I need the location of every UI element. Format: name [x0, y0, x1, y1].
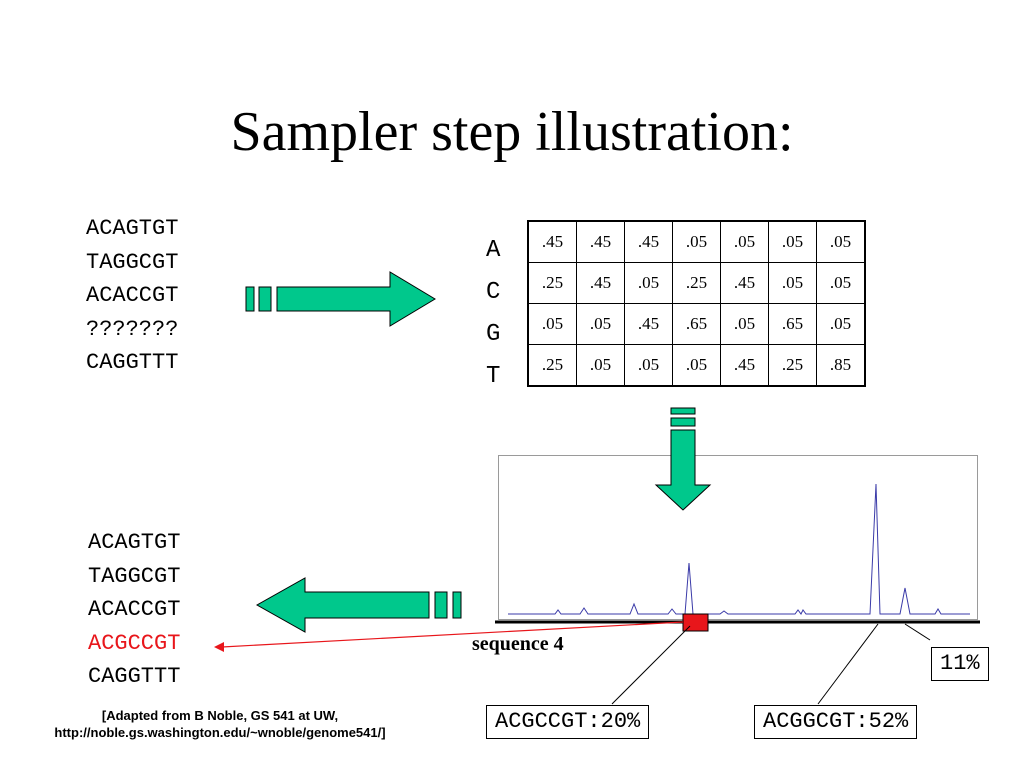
row-label-t: T	[486, 363, 501, 390]
selected-position-marker	[682, 613, 709, 632]
output-sequence: ACACCGT	[88, 597, 181, 622]
matrix-row-labels: A C G T	[486, 230, 500, 398]
matrix-cell: .85	[816, 344, 866, 387]
output-sequence-sampled: ACGCCGT	[88, 630, 181, 656]
matrix-cell: .05	[768, 220, 817, 263]
callout-line	[611, 625, 691, 705]
attribution: [Adapted from B Noble, GS 541 at UW, htt…	[30, 707, 410, 741]
sequence-4-label: sequence 4	[472, 633, 564, 655]
candidate-label-right: ACGGCGT:52%	[754, 705, 918, 739]
input-sequence-list: ACAGTGT TAGGCGT ACACCGT ??????? CAGGTTT	[86, 212, 178, 380]
matrix-cell: .05	[576, 344, 625, 387]
matrix-cell: .05	[816, 220, 866, 263]
slide-title: Sampler step illustration:	[230, 101, 794, 163]
candidate-label-left: ACGCCGT:20%	[486, 705, 650, 739]
output-sequence: CAGGTTT	[88, 664, 181, 689]
matrix-row-a: .45 .45 .45 .05 .05 .05 .05	[527, 220, 866, 263]
matrix-cell: .25	[527, 344, 577, 387]
matrix-cell: .45	[624, 303, 673, 345]
input-sequence: TAGGCGT	[86, 249, 179, 275]
output-sequence: ACAGTGT	[88, 530, 181, 555]
probability-plot-frame	[498, 455, 978, 620]
matrix-cell: .05	[816, 262, 866, 304]
matrix-cell: .05	[527, 303, 577, 345]
matrix-cell: .65	[768, 303, 817, 345]
matrix-cell: .25	[672, 262, 721, 304]
matrix-cell: .45	[624, 220, 673, 263]
sampled-pointer-line	[221, 621, 684, 648]
matrix-row-g: .05 .05 .45 .65 .05 .65 .05	[527, 303, 866, 345]
callout-line	[904, 623, 931, 641]
matrix-cell: .05	[720, 220, 769, 263]
input-sequence: ACACCGT	[86, 283, 179, 308]
matrix-cell: .45	[527, 220, 577, 263]
matrix-row-t: .25 .05 .05 .05 .45 .25 .85	[527, 344, 866, 387]
left-arrow-icon	[255, 577, 462, 633]
matrix-cell: .05	[624, 344, 673, 387]
row-label-g: G	[486, 321, 501, 348]
row-label-a: A	[486, 237, 501, 264]
probability-trace	[508, 483, 970, 615]
output-sequence: TAGGCGT	[88, 563, 181, 589]
input-sequence: CAGGTTT	[86, 350, 179, 375]
matrix-row-c: .25 .45 .05 .25 .45 .05 .05	[527, 262, 866, 304]
probability-matrix: .45 .45 .45 .05 .05 .05 .05 .25 .45 .05 …	[527, 220, 866, 387]
output-sequence-list: ACAGTGT TAGGCGT ACACCGT ACGCCGT CAGGTTT	[88, 526, 180, 694]
down-arrow-icon	[654, 407, 712, 511]
callout-line	[817, 623, 879, 705]
sampled-pointer-arrowhead	[214, 642, 224, 652]
attribution-line: [Adapted from B Noble, GS 541 at UW,	[101, 708, 339, 723]
input-sequence-unknown: ???????	[86, 316, 179, 342]
right-arrow-icon	[245, 271, 436, 327]
matrix-cell: .05	[720, 303, 769, 345]
input-sequence: ACAGTGT	[86, 216, 179, 241]
matrix-cell: .25	[768, 344, 817, 387]
matrix-cell: .05	[768, 262, 817, 304]
attribution-link: http://noble.gs.washington.edu/~wnoble/g…	[54, 725, 386, 740]
probability-label-11: 11%	[931, 647, 989, 681]
matrix-cell: .05	[624, 262, 673, 304]
matrix-cell: .45	[720, 262, 769, 304]
row-label-c: C	[486, 279, 501, 306]
matrix-cell: .05	[816, 303, 866, 345]
matrix-cell: .45	[576, 262, 625, 304]
